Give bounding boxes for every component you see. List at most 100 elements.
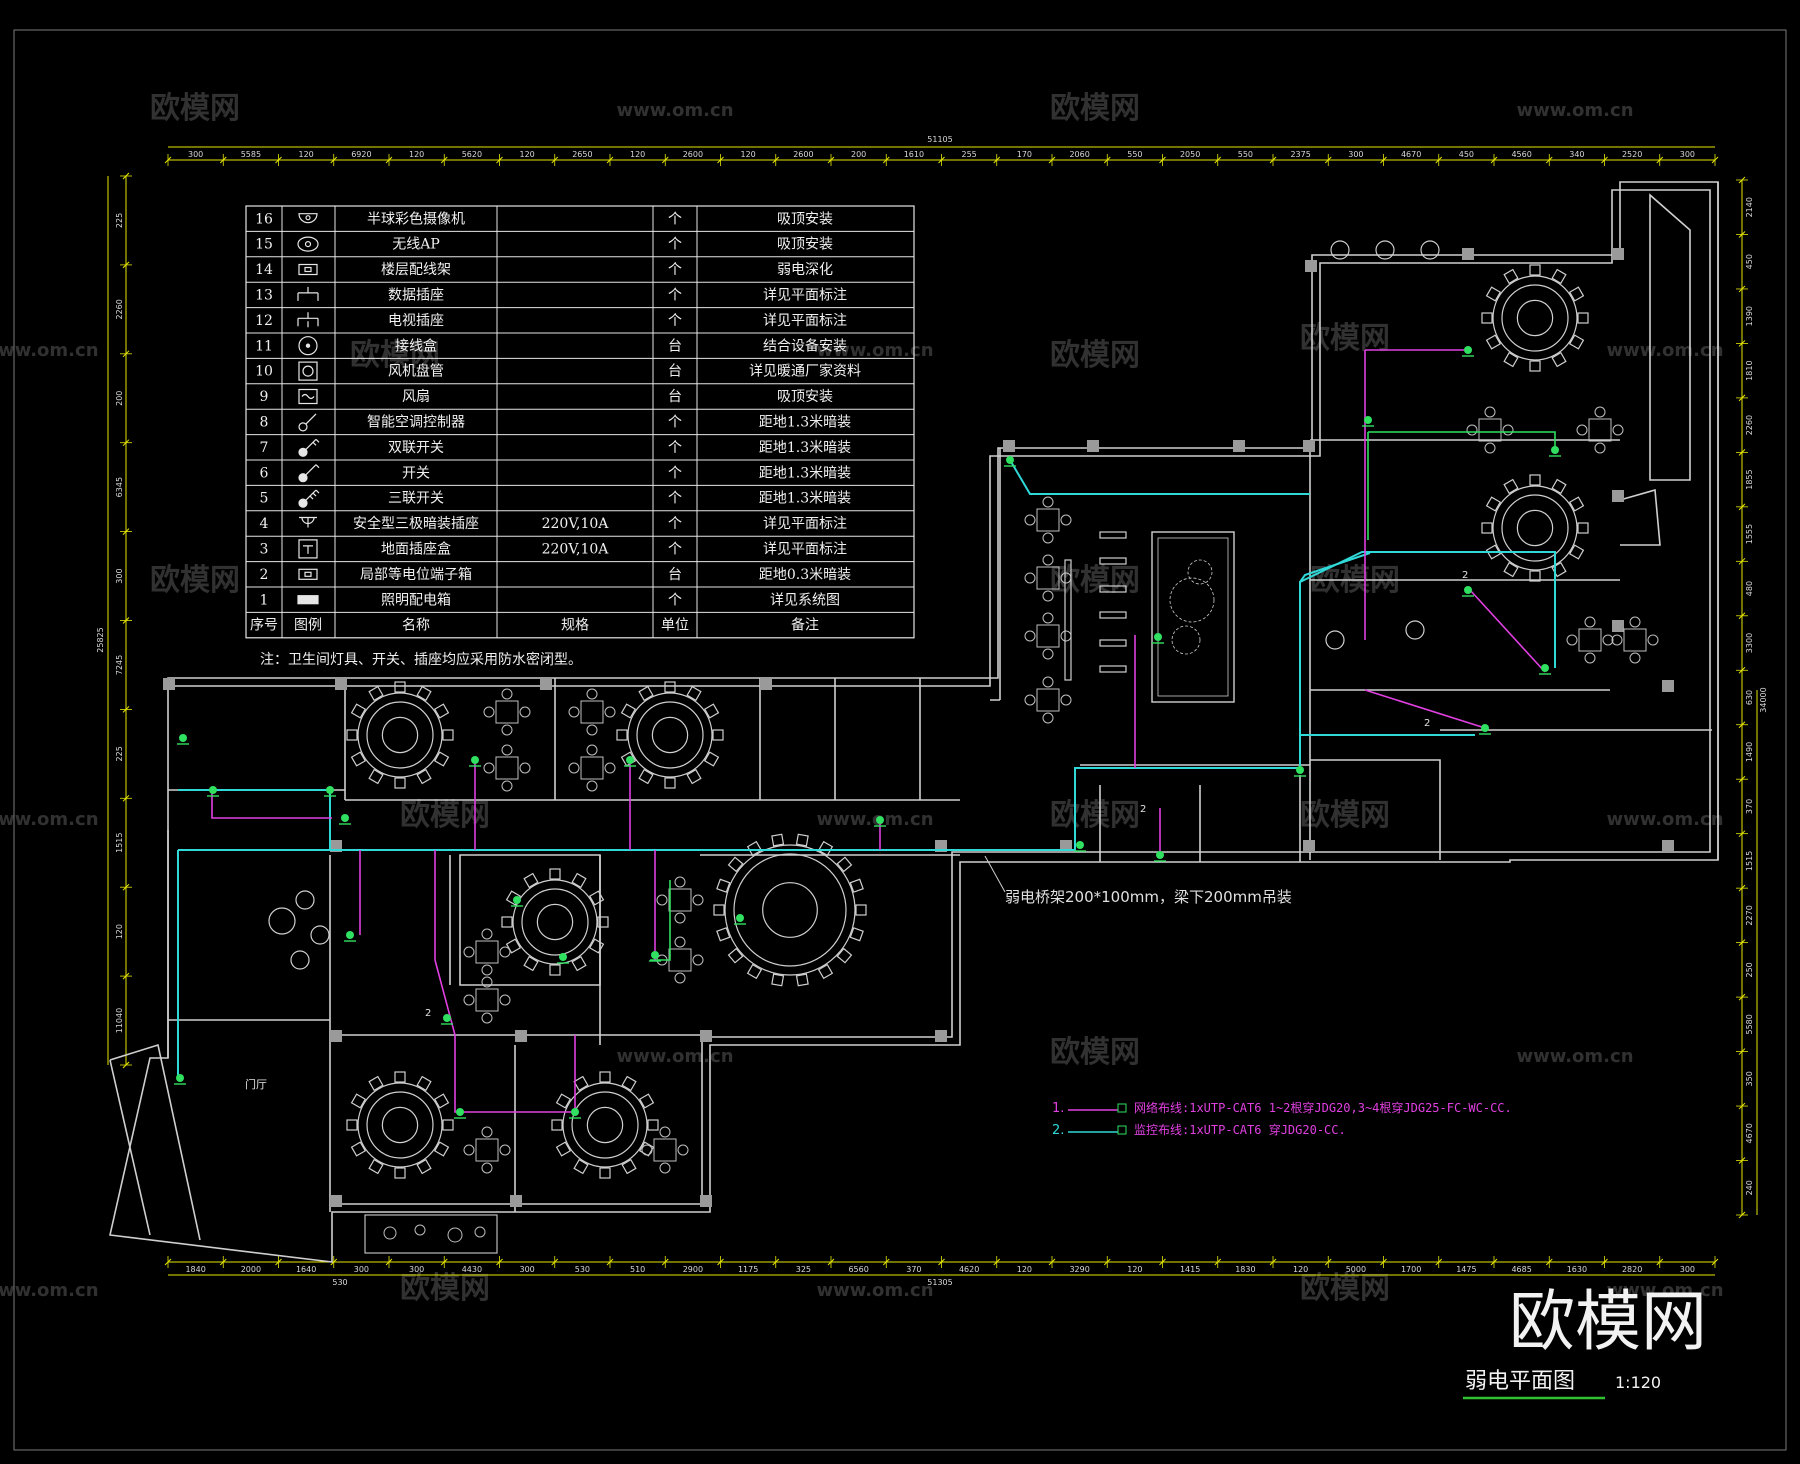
- legend-note: 吸顶安装: [777, 389, 833, 405]
- dimension-label: 1840: [185, 1265, 205, 1274]
- dimension-label: 5585: [241, 150, 261, 159]
- watermark-url: www.om.cn: [816, 1280, 933, 1301]
- dimension-label: 2270: [1745, 905, 1754, 925]
- dimension-label: 3300: [1745, 633, 1754, 653]
- dimension-label: 120: [1127, 1265, 1142, 1274]
- dimension-label: 4430: [462, 1265, 482, 1274]
- dimension-label: 2600: [793, 150, 813, 159]
- cable-tag-3: 2: [1140, 804, 1146, 815]
- dimension-label: 370: [1745, 799, 1754, 814]
- legend-unit: 个: [668, 592, 682, 608]
- legend-header-spec: 规格: [561, 618, 589, 634]
- legend-note: 详见系统图: [770, 592, 840, 608]
- legend-unit: 个: [668, 465, 682, 481]
- watermark-url: www.om.cn: [816, 340, 933, 361]
- watermark-logo: 欧模网: [150, 91, 240, 126]
- dimension-label: 325: [796, 1265, 811, 1274]
- dimension-label: 4685: [1511, 1265, 1531, 1274]
- legend-unit: 台: [668, 567, 682, 583]
- dimension-label: 170: [1017, 150, 1032, 159]
- legend-unit: 个: [668, 541, 682, 557]
- triple-switch-icon: [298, 489, 320, 508]
- watermark-url: www.om.cn: [0, 1280, 99, 1301]
- legend-unit: 个: [668, 262, 682, 278]
- equipotential-box-icon: [298, 568, 318, 580]
- dimension-label: 5580: [1745, 1014, 1754, 1034]
- legend-header-unit: 单位: [661, 618, 689, 634]
- watermark-url: www.om.cn: [1606, 1280, 1723, 1301]
- cable-legend-no-1: 1.: [1052, 1101, 1064, 1116]
- watermark-logo: 欧模网: [1050, 798, 1140, 833]
- dimension-label: 1515: [115, 833, 124, 853]
- legend-unit: 个: [668, 414, 682, 430]
- dimension-chains: [107, 146, 1758, 1276]
- legend-note: 距地1.3米暗装: [759, 414, 851, 430]
- legend-name: 数据插座: [388, 287, 444, 303]
- legend-name: 接线盒: [395, 337, 437, 354]
- watermark-logo: 欧模网: [350, 338, 440, 373]
- dimension-label: 1640: [296, 1265, 316, 1274]
- legend-no: 1: [260, 592, 269, 608]
- dimension-label: 120: [740, 150, 755, 159]
- dimension-label: 2820: [1622, 1265, 1642, 1274]
- dimension-label: 11040: [115, 1008, 124, 1033]
- legend-unit: 台: [668, 364, 682, 380]
- bottom-left-dimension: 530: [332, 1278, 347, 1287]
- legend-name: 风机盘管: [388, 363, 444, 380]
- dimension-label: 7245: [115, 655, 124, 675]
- watermark-logo: 欧模网: [1300, 798, 1390, 833]
- dimension-label: 1475: [1456, 1265, 1476, 1274]
- legend-note: 详见平面标注: [763, 313, 847, 329]
- legend-note: 结合设备安装: [763, 337, 847, 354]
- legend-note: 距地1.3米暗装: [759, 440, 851, 456]
- cable-legend-label-2: 监控布线:1xUTP-CAT6 穿JDG20-CC.: [1134, 1122, 1346, 1137]
- left-total-dimension: 25825: [96, 627, 105, 652]
- lobby-carpet: [1151, 531, 1235, 703]
- legend-note: 详见平面标注: [763, 287, 847, 303]
- legend-no: 14: [255, 262, 273, 278]
- dimension-label: 4670: [1401, 150, 1421, 159]
- dimension-label: 200: [851, 150, 866, 159]
- dimension-label: 6560: [848, 1265, 868, 1274]
- dimension-label: 1810: [1745, 360, 1754, 380]
- legend-note: 详见平面标注: [763, 516, 847, 532]
- total-dimension-bottom: 51305: [927, 1278, 952, 1287]
- dimension-label: 4620: [959, 1265, 979, 1274]
- legend-note: 详见平面标注: [763, 541, 847, 557]
- columns: [163, 248, 1674, 1207]
- dimension-label: 300: [1348, 150, 1363, 159]
- dimension-label: 450: [1745, 254, 1754, 269]
- dimension-label: 225: [115, 746, 124, 761]
- entrance-label: 门厅: [245, 1077, 267, 1091]
- watermark-logo: 欧模网: [1050, 1035, 1140, 1070]
- fan-coil-icon: [298, 361, 318, 381]
- dimension-label: 480: [1745, 581, 1754, 596]
- legend-no: 13: [255, 287, 273, 303]
- dimension-label: 1490: [1745, 742, 1754, 762]
- legend-unit: 个: [668, 237, 682, 253]
- drawing-scale: 1:120: [1615, 1373, 1661, 1392]
- dimension-label: 1830: [1235, 1265, 1255, 1274]
- watermark-logo: 欧模网: [1050, 91, 1140, 126]
- cable-tag-4: 2: [425, 1008, 431, 1019]
- legend-no: 4: [260, 516, 269, 532]
- dimension-label: 2900: [683, 1265, 703, 1274]
- legend-name: 安全型三极暗装插座: [353, 515, 479, 532]
- dimension-label: 1415: [1180, 1265, 1200, 1274]
- dining-tables: [268, 240, 1589, 1179]
- dimension-label: 120: [630, 150, 645, 159]
- dimension-label: 300: [519, 1265, 534, 1274]
- dimension-label: 120: [298, 150, 313, 159]
- legend-no: 10: [255, 364, 273, 380]
- wireless-ap-icon: [297, 236, 319, 252]
- watermark-logo: 欧模网: [400, 1271, 490, 1306]
- dimension-label: 255: [961, 150, 976, 159]
- legend-unit: 个: [668, 313, 682, 329]
- legend-no: 11: [255, 338, 273, 354]
- ac-controller-icon: [298, 413, 317, 432]
- dimension-label: 4670: [1745, 1123, 1754, 1143]
- legend-name: 电视插座: [388, 313, 444, 329]
- dimension-label: 240: [1745, 1180, 1754, 1195]
